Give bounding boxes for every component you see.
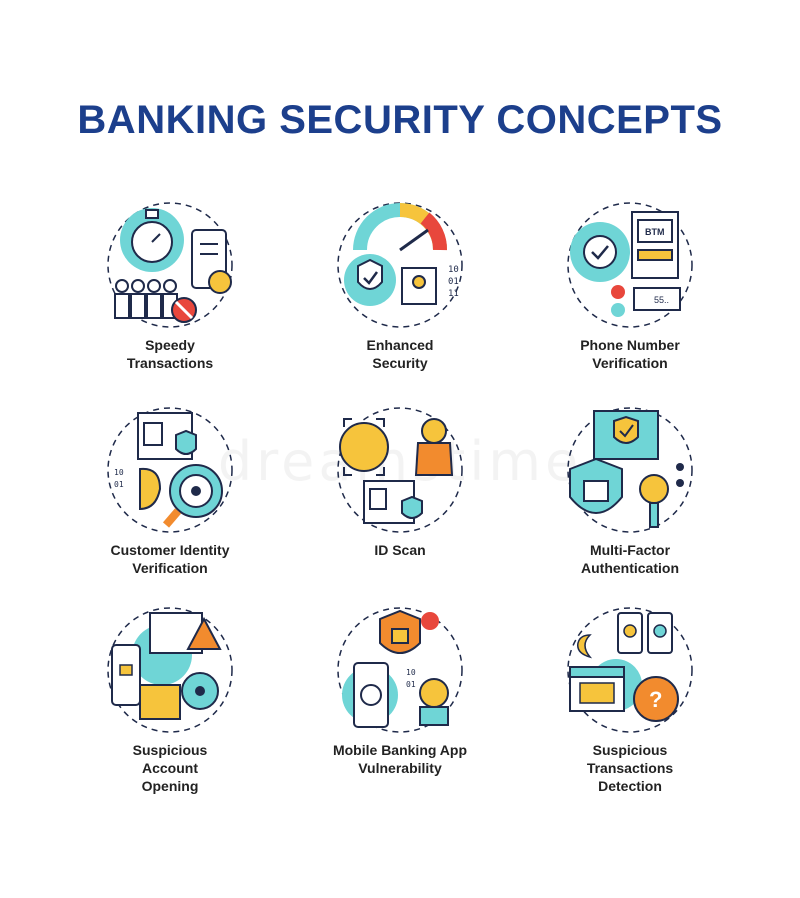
shield-gauge-icon: 10 01 11	[337, 202, 463, 328]
concept-label: Enhanced Security	[366, 337, 434, 371]
svg-text:01: 01	[406, 680, 416, 689]
concept-mobile-banking-app-vulnerability: 10 01 Mobile Banking App Vulnerability	[270, 605, 530, 777]
concept-label: Customer Identity Verification	[110, 542, 230, 576]
app-hacker-icon: 10 01	[337, 607, 463, 733]
calendar-question-icon: ?	[567, 607, 693, 733]
svg-text:?: ?	[649, 687, 662, 712]
svg-text:01: 01	[448, 277, 459, 287]
stopwatch-people-icon	[107, 202, 233, 328]
concept-suspicious-account-opening: Suspicious Account Opening	[40, 605, 300, 795]
concept-label: Mobile Banking App Vulnerability	[332, 742, 468, 776]
concept-speedy-transactions: Speedy Transactions	[40, 200, 300, 372]
svg-text:11: 11	[448, 289, 459, 299]
face-scan-icon	[337, 407, 463, 533]
concept-customer-identity-verification: 10 01 Customer Identity Verification	[40, 405, 300, 577]
concept-label: ID Scan	[374, 542, 426, 558]
id-magnifier-icon: 10 01	[107, 407, 233, 533]
concept-label: Speedy Transactions	[126, 337, 214, 371]
page-title: BANKING SECURITY CONCEPTS	[77, 98, 723, 142]
concept-label: Phone Number Verification	[580, 337, 680, 371]
svg-text:55..: 55..	[654, 295, 669, 305]
atm-phone-icon: BTM 55..	[567, 202, 693, 328]
concept-enhanced-security: 10 01 11 Enhanced Security	[270, 200, 530, 372]
svg-text:01: 01	[114, 480, 124, 489]
concept-label: Suspicious Transactions Detection	[586, 742, 674, 794]
svg-text:10: 10	[114, 468, 124, 477]
svg-text:10: 10	[448, 265, 459, 275]
shield-key-icon	[567, 407, 693, 533]
concept-suspicious-transactions-detection: ? Suspicious Transactions Detection	[500, 605, 760, 795]
concept-phone-number-verification: BTM 55.. Phone Number Verification	[500, 200, 760, 372]
concept-id-scan: ID Scan	[270, 405, 530, 559]
concept-label: Suspicious Account Opening	[132, 742, 208, 794]
concept-label: Multi-Factor Authentication	[581, 542, 679, 576]
svg-text:BTM: BTM	[645, 227, 665, 237]
warning-calendar-icon	[107, 607, 233, 733]
svg-text:10: 10	[406, 668, 416, 677]
concept-multi-factor-authentication: Multi-Factor Authentication	[500, 405, 760, 577]
